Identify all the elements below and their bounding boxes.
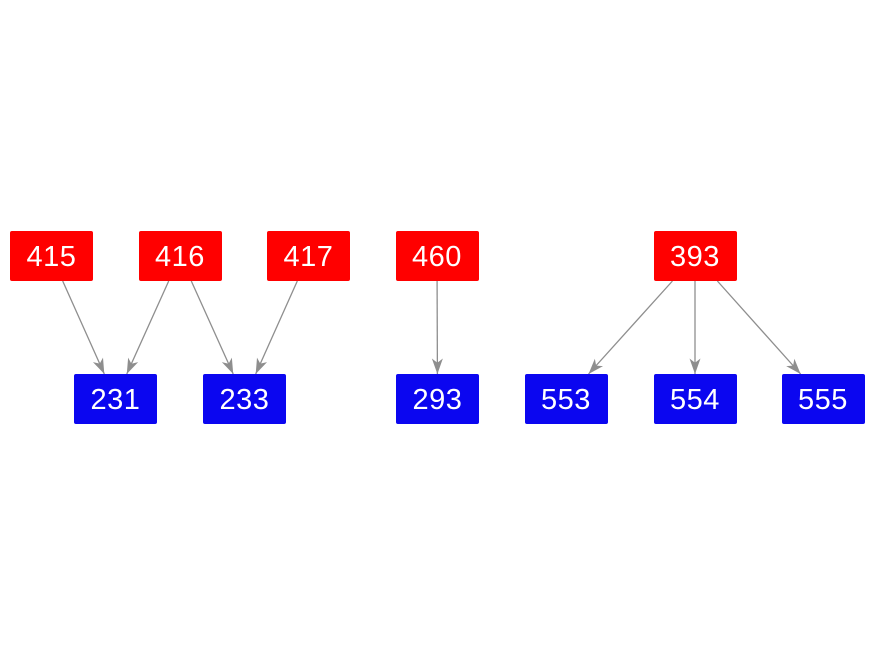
node-293: 293 — [396, 374, 479, 424]
node-554: 554 — [653, 374, 737, 424]
node-label: 417 — [283, 240, 334, 273]
edge-393-555 — [716, 280, 802, 375]
edge-417-233 — [255, 280, 298, 375]
node-460: 460 — [395, 231, 479, 281]
node-label: 416 — [155, 240, 205, 273]
node-label: 393 — [670, 240, 720, 273]
node-231: 231 — [74, 374, 157, 424]
node-415: 415 — [10, 231, 93, 281]
node-label: 293 — [412, 383, 463, 416]
node-label: 554 — [670, 383, 720, 416]
edge-393-553 — [588, 280, 673, 375]
node-553: 553 — [524, 374, 608, 424]
node-233: 233 — [203, 374, 286, 424]
node-393: 393 — [653, 231, 737, 281]
node-label: 460 — [412, 240, 462, 273]
edge-416-231 — [126, 280, 170, 375]
node-555: 555 — [781, 374, 865, 424]
edge-416-233 — [190, 280, 234, 375]
node-label: 415 — [26, 240, 77, 273]
node-label: 553 — [541, 383, 591, 416]
node-416: 416 — [138, 231, 222, 281]
edge-415-231 — [62, 280, 105, 375]
node-label: 233 — [219, 383, 270, 416]
node-417: 417 — [267, 231, 350, 281]
node-label: 555 — [798, 383, 848, 416]
node-label: 231 — [90, 383, 141, 416]
